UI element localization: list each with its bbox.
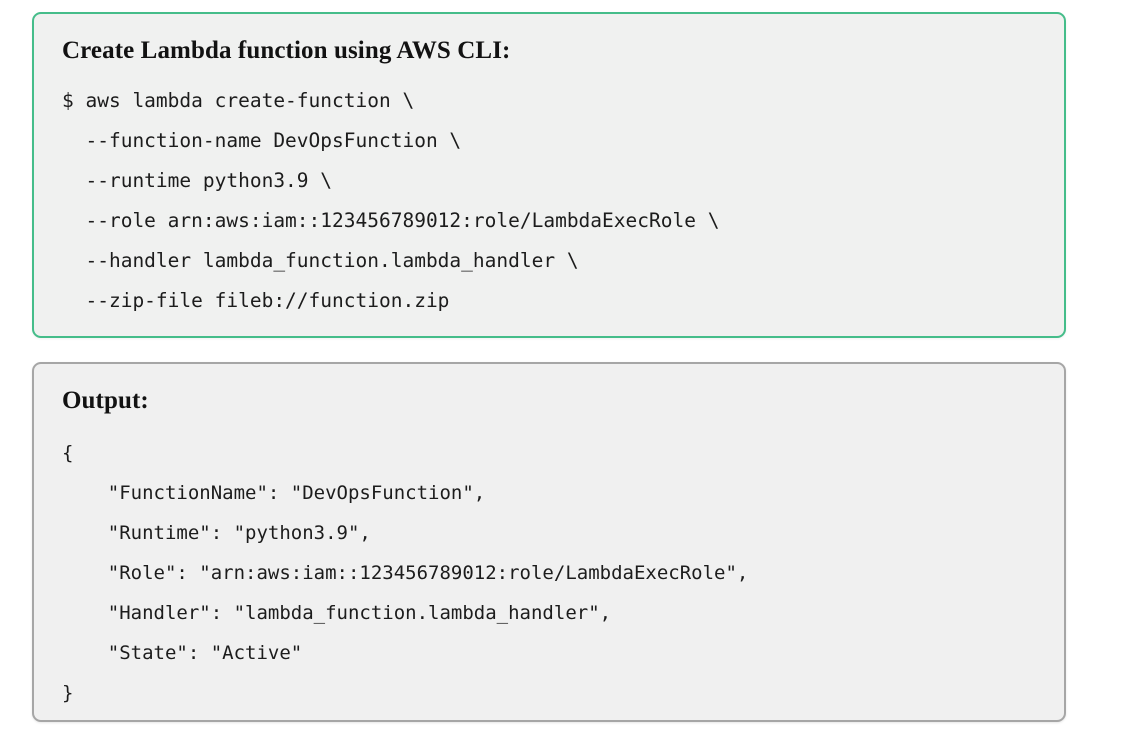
command-block: Create Lambda function using AWS CLI: $ …: [32, 12, 1066, 338]
code-line: --handler lambda_function.lambda_handler…: [62, 249, 579, 272]
code-line: "Role": "arn:aws:iam::123456789012:role/…: [62, 562, 749, 584]
code-line: --zip-file fileb://function.zip: [62, 289, 450, 312]
output-block: Output: { "FunctionName": "DevOpsFunctio…: [32, 362, 1066, 722]
code-line: $ aws lambda create-function \: [62, 89, 415, 112]
command-block-code: $ aws lambda create-function \ --functio…: [62, 81, 1044, 321]
command-block-title: Create Lambda function using AWS CLI:: [62, 37, 511, 64]
code-line: {: [62, 442, 74, 464]
code-line: --runtime python3.9 \: [62, 169, 333, 192]
output-block-code: { "FunctionName": "DevOpsFunction", "Run…: [62, 433, 1044, 713]
code-line: "Handler": "lambda_function.lambda_handl…: [62, 602, 612, 624]
code-line: "FunctionName": "DevOpsFunction",: [62, 482, 486, 504]
code-line: "State": "Active": [62, 642, 303, 664]
code-line: "Runtime": "python3.9",: [62, 522, 371, 544]
output-block-title: Output:: [62, 387, 149, 414]
code-line: --function-name DevOpsFunction \: [62, 129, 462, 152]
code-line: }: [62, 682, 74, 704]
code-line: --role arn:aws:iam::123456789012:role/La…: [62, 209, 720, 232]
